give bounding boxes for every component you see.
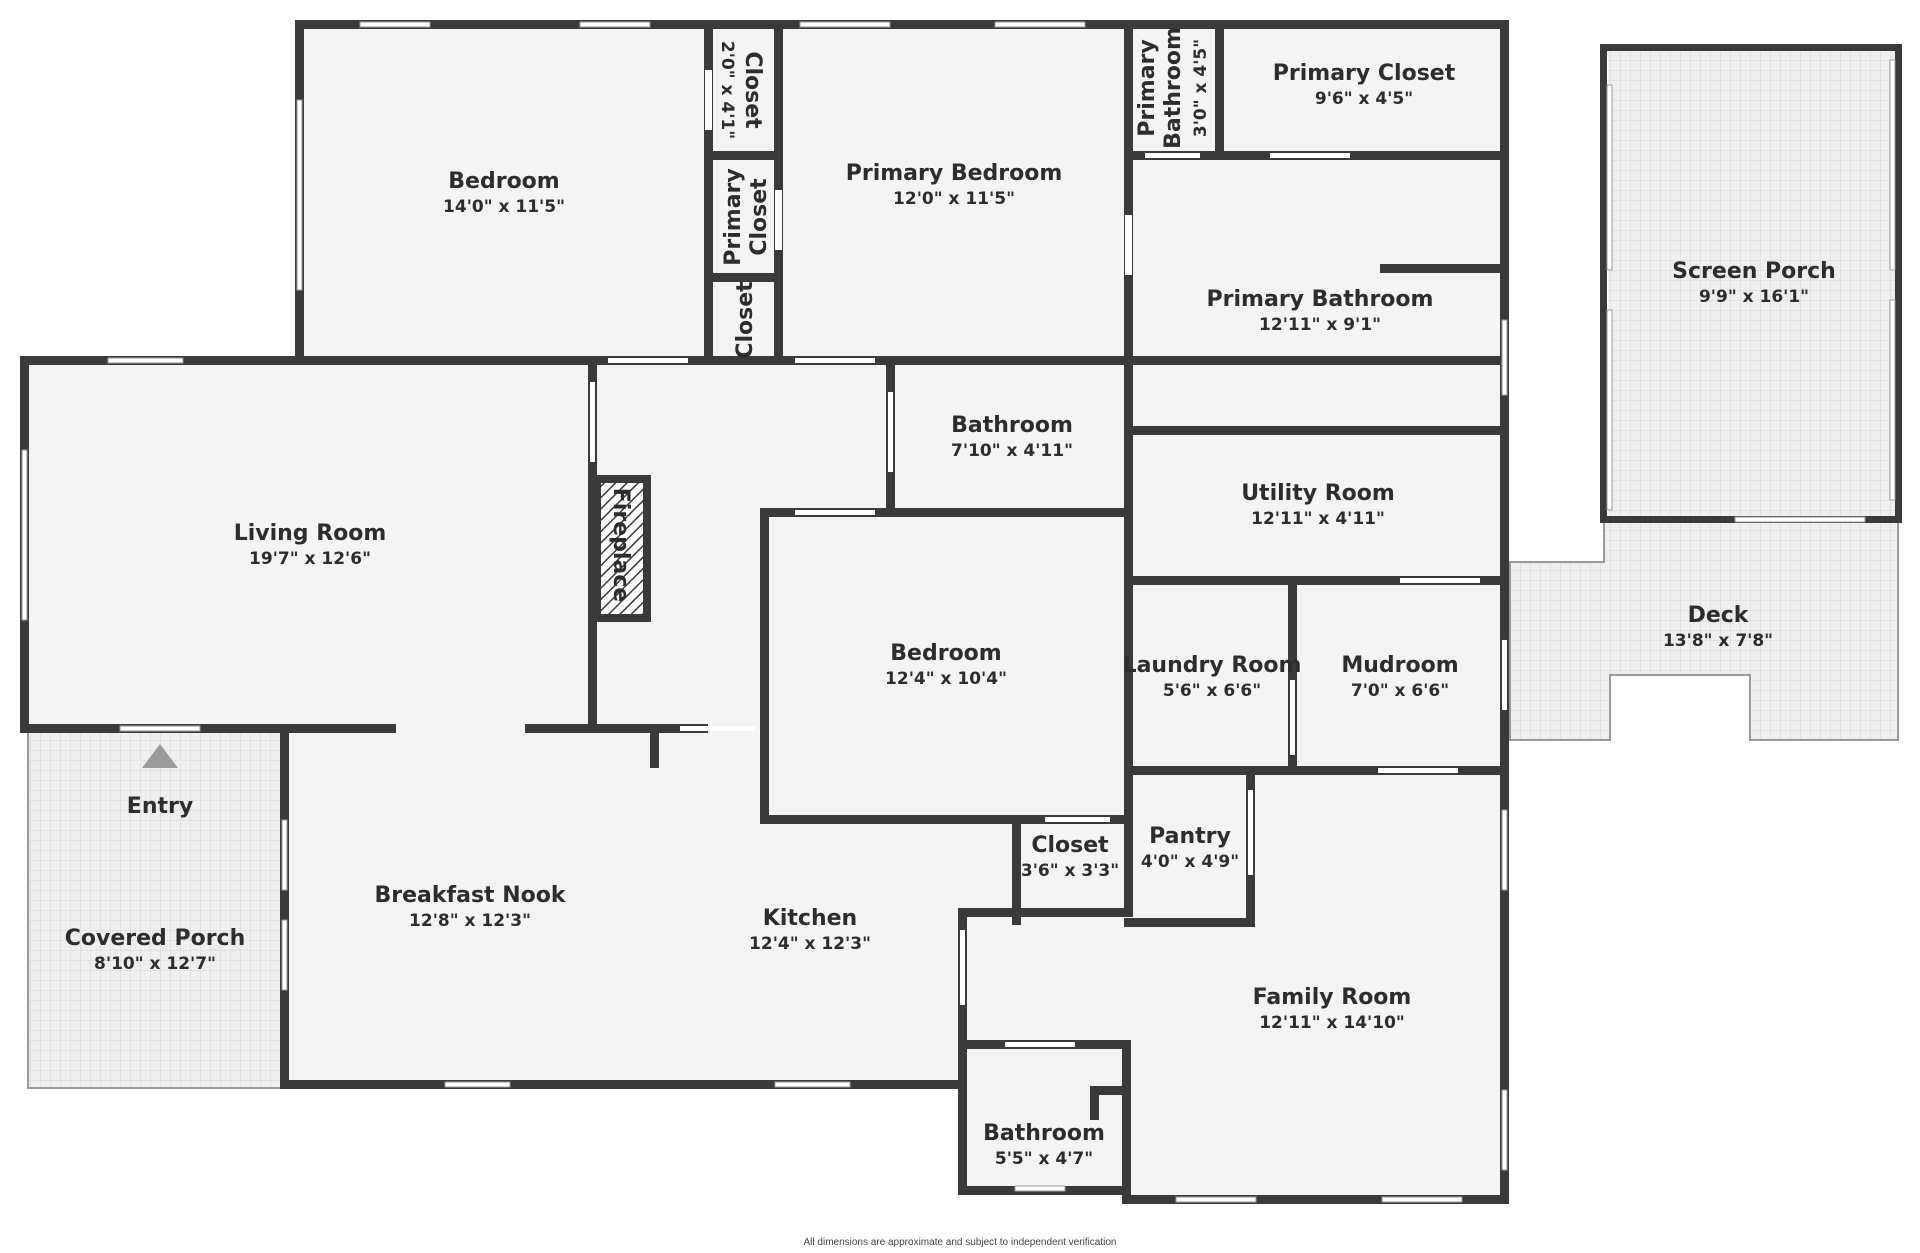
room-dimensions: 3'6" x 3'3" xyxy=(1021,861,1119,881)
room-name: Closet xyxy=(740,51,765,129)
room-name: Bedroom xyxy=(448,169,559,194)
room-dimensions: 5'5" x 4'7" xyxy=(995,1149,1093,1169)
room-dimensions: 7'10" x 4'11" xyxy=(951,441,1073,461)
room-name: Closet xyxy=(1031,833,1109,858)
room-name: Entry xyxy=(127,794,193,819)
room-dimensions: 12'4" x 10'4" xyxy=(885,669,1007,689)
room-label-breakfast-nook: Breakfast Nook 12'8" x 12'3" xyxy=(375,883,567,931)
screen-porch-floor xyxy=(1608,50,1898,522)
room-label-kitchen: Kitchen 12'4" x 12'3" xyxy=(749,906,871,954)
room-dimensions: 9'6" x 4'5" xyxy=(1315,89,1413,109)
windows xyxy=(21,21,1896,1203)
room-name: Pantry xyxy=(1149,824,1231,849)
room-dimensions: 13'8" x 7'8" xyxy=(1663,631,1773,651)
room-dimensions: 3'0" x 4'5" xyxy=(1191,39,1211,137)
room-name: Bathroom xyxy=(983,1121,1105,1146)
room-name: Deck xyxy=(1688,603,1750,628)
room-name: Covered Porch xyxy=(65,926,246,951)
room-label-family-room: Family Room 12'11" x 14'10" xyxy=(1253,985,1412,1033)
room-label-deck: Deck 13'8" x 7'8" xyxy=(1663,603,1773,651)
room-label-screen-porch: Screen Porch 9'9" x 16'1" xyxy=(1672,259,1836,307)
room-label-fireplace: Fireplace xyxy=(608,488,633,602)
fireplace-hatch xyxy=(593,475,651,622)
room-label-bathroom-1: Bathroom 7'10" x 4'11" xyxy=(951,413,1073,461)
room-name: Breakfast Nook xyxy=(375,883,567,908)
room-label-primary-bedroom: Primary Bedroom 12'0" x 11'5" xyxy=(846,161,1063,209)
room-label-bedroom-2: Bedroom 12'4" x 10'4" xyxy=(885,641,1007,689)
room-label-primary-closet-1: PrimaryCloset xyxy=(721,168,772,265)
room-dimensions: 8'10" x 12'7" xyxy=(94,954,216,974)
room-name: Screen Porch xyxy=(1672,259,1836,284)
room-name: Primary Bathroom xyxy=(1207,287,1434,312)
room-label-mudroom: Mudroom 7'0" x 6'6" xyxy=(1341,653,1458,701)
room-dimensions: 12'4" x 12'3" xyxy=(749,934,871,954)
interior-floor xyxy=(28,28,1506,1204)
room-label-laundry-room: Laundry Room 5'6" x 6'6" xyxy=(1123,653,1302,701)
room-label-covered-porch: Covered Porch 8'10" x 12'7" xyxy=(65,926,246,974)
room-label-pantry: Pantry 4'0" x 4'9" xyxy=(1141,824,1239,872)
room-name: PrimaryBathroom xyxy=(1135,27,1186,149)
room-label-entry: Entry xyxy=(127,794,193,819)
room-dimensions: 5'6" x 6'6" xyxy=(1163,681,1261,701)
room-dimensions: 14'0" x 11'5" xyxy=(443,197,565,217)
deck-floor xyxy=(1509,521,1899,741)
room-name: Laundry Room xyxy=(1123,653,1302,678)
room-label-bathroom-2: Bathroom 5'5" x 4'7" xyxy=(983,1121,1105,1169)
room-dimensions: 12'0" x 11'5" xyxy=(893,189,1015,209)
room-dimensions: 12'11" x 4'11" xyxy=(1251,509,1385,529)
room-label-living-room: Living Room 19'7" x 12'6" xyxy=(234,521,387,569)
room-name: Family Room xyxy=(1253,985,1412,1010)
room-dimensions: 4'0" x 4'9" xyxy=(1141,852,1239,872)
room-label-closet-3: Closet 3'6" x 3'3" xyxy=(1021,833,1119,881)
covered-porch-floor xyxy=(27,731,283,1089)
room-dimensions: 19'7" x 12'6" xyxy=(249,549,371,569)
room-label-closet-2: Closet xyxy=(733,281,758,359)
disclaimer-text: All dimensions are approximate and subje… xyxy=(804,1237,1117,1248)
room-name: Fireplace xyxy=(608,488,633,602)
room-name: Bathroom xyxy=(951,413,1073,438)
room-name: Utility Room xyxy=(1241,481,1395,506)
room-dimensions: 7'0" x 6'6" xyxy=(1351,681,1449,701)
room-dimensions: 9'9" x 16'1" xyxy=(1699,287,1809,307)
room-name: Primary Bedroom xyxy=(846,161,1063,186)
room-name: Mudroom xyxy=(1341,653,1458,678)
room-dimensions: 12'8" x 12'3" xyxy=(409,911,531,931)
entry-arrow-icon xyxy=(142,744,178,768)
room-name: Primary Closet xyxy=(1273,61,1456,86)
room-name: Bedroom xyxy=(890,641,1001,666)
room-name: Kitchen xyxy=(763,906,857,931)
room-label-primary-bathroom: Primary Bathroom 12'11" x 9'1" xyxy=(1207,287,1434,335)
room-name: PrimaryCloset xyxy=(721,168,772,265)
room-dimensions: 12'11" x 14'10" xyxy=(1259,1013,1405,1033)
room-dimensions: 12'11" x 9'1" xyxy=(1259,315,1381,335)
room-label-utility-room: Utility Room 12'11" x 4'11" xyxy=(1241,481,1395,529)
room-name: Living Room xyxy=(234,521,387,546)
room-label-primary-closet-2: Primary Closet 9'6" x 4'5" xyxy=(1273,61,1456,109)
outdoor-areas xyxy=(27,50,1899,1089)
room-name: Closet xyxy=(733,281,758,359)
room-label-bedroom-1: Bedroom 14'0" x 11'5" xyxy=(443,169,565,217)
room-dimensions: 2'0" x 4'1" xyxy=(717,41,737,139)
